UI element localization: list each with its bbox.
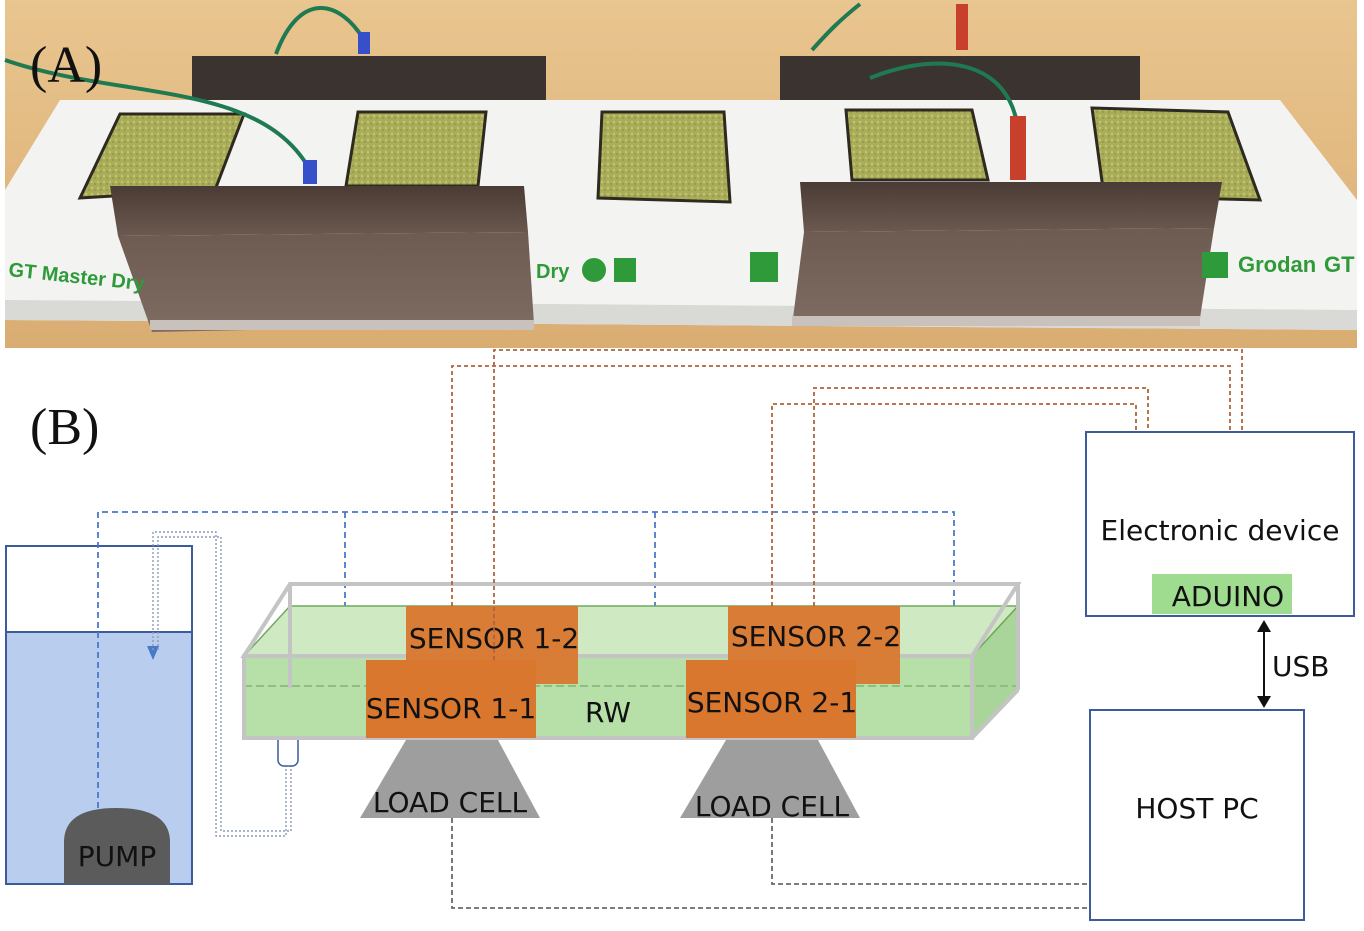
sensor-1-1-label: SENSOR 1-1	[366, 692, 536, 725]
sensor-1-1-block	[366, 660, 536, 738]
rockwool-window-5	[1090, 106, 1263, 202]
brand-text-grodan: Grodan	[1238, 252, 1316, 277]
front-plate-left	[110, 186, 534, 332]
usb-arrow-up	[1257, 620, 1271, 632]
red-connector-right	[1010, 116, 1026, 180]
wire-load-cell-right	[771, 818, 1090, 885]
pump-label: PUMP	[78, 840, 156, 873]
tray-outline-bottom-right	[970, 688, 1020, 740]
brand-text-dry: Dry	[536, 261, 570, 283]
wire-load-cell-left	[451, 818, 1090, 909]
load-cell-left-shape	[360, 740, 540, 818]
usb-arrow-down	[1257, 696, 1271, 708]
wire-sensor-2-1-a	[813, 387, 1149, 606]
wire-sensor-1-2-a	[451, 365, 1231, 606]
green-cable-right-main	[869, 61, 1020, 131]
back-plate-left	[192, 56, 546, 100]
grodan-logo-mark-1	[582, 258, 606, 282]
green-cable-left-top	[274, 6, 366, 55]
grodan-logo-mark-3	[750, 252, 778, 282]
load-cells: LOAD CELL LOAD CELL	[360, 740, 860, 823]
arduino-badge	[1152, 574, 1292, 614]
load-cell-right-label: LOAD CELL	[695, 790, 850, 823]
load-cell-wires	[451, 818, 1090, 909]
water-tank: PUMP	[5, 545, 193, 885]
green-cable-right-top	[810, 2, 862, 52]
drain-line	[152, 531, 292, 837]
rw-label: RW	[585, 696, 631, 729]
supply-line-main	[97, 511, 955, 808]
grodan-logo-mark-4	[1202, 252, 1228, 278]
grodan-logo-mark-2	[614, 258, 636, 282]
panel-label-a: (A)	[30, 37, 102, 94]
load-cell-left-label: LOAD CELL	[373, 786, 528, 819]
rockwool-window-2	[344, 110, 488, 188]
slab-top-face	[242, 605, 1020, 657]
host-pc-outline	[1089, 709, 1305, 921]
front-plate-right	[792, 182, 1222, 326]
tray-outline-front	[242, 654, 974, 740]
sensor-2-1-block	[686, 660, 856, 738]
sensor-2-2-label: SENSOR 2-2	[731, 620, 901, 653]
usb-label: USB	[1272, 650, 1329, 683]
rockwool-window-4	[844, 108, 990, 182]
pump-shape	[64, 808, 170, 884]
host-pc-box: HOST PC	[1089, 709, 1305, 921]
green-cable-left-main	[4, 58, 312, 171]
sensor-2-1-label: SENSOR 2-1	[687, 686, 857, 719]
load-cell-right-shape	[680, 740, 860, 818]
usb-connection: USB	[1257, 620, 1329, 708]
arduino-label: ADUINO	[1172, 580, 1284, 613]
panel-label-b: (B)	[30, 399, 99, 456]
electronic-device-box: Electronic device ADUINO	[1085, 431, 1355, 617]
host-pc-label: HOST PC	[1135, 792, 1258, 825]
blue-connector-left	[303, 160, 317, 184]
rockwool-window-3	[596, 110, 732, 204]
photo-panel: GT Master Dry Dry Grodan GT (A)	[4, 0, 1357, 348]
water-supply-lines	[97, 511, 955, 808]
red-connector-top	[956, 4, 968, 50]
wire-sensor-1-1-a	[493, 349, 1243, 660]
blue-connector-top	[358, 32, 370, 54]
slab-assembly: SENSOR 1-2 SENSOR 2-2 SENSOR 1-1 SENSOR …	[240, 582, 1022, 740]
arrowhead-return	[147, 646, 159, 660]
electronic-device-label: Electronic device	[1101, 514, 1340, 547]
brand-text-gt: GT	[1324, 252, 1355, 277]
back-plate-right	[780, 56, 1140, 100]
diagram-panel: (B) PUMP	[5, 349, 1355, 921]
